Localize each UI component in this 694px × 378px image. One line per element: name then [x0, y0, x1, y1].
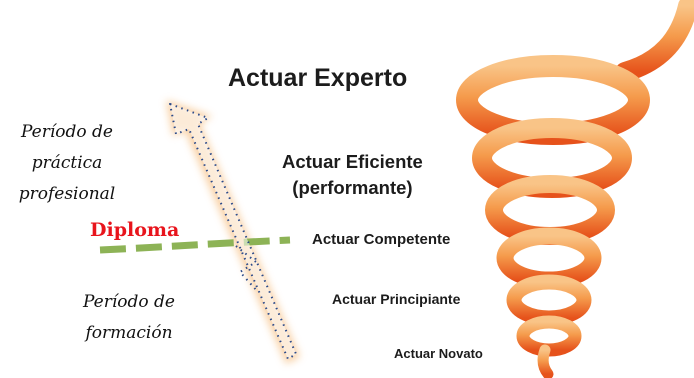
level-competente: Actuar Competente [312, 231, 451, 248]
spiral-coil-6 [516, 315, 582, 357]
period-formacion: Período de formación [66, 287, 192, 349]
level-novato: Actuar Novato [394, 346, 483, 361]
spiral-coil-5 [506, 274, 592, 326]
arrow-zigzag-mark [235, 245, 259, 293]
spiral-tail [615, 0, 694, 82]
period-formacion-line1: Período de [83, 292, 175, 312]
diploma-label: Diploma [90, 219, 180, 241]
level-principiante: Actuar Principiante [332, 291, 461, 307]
level-eficiente-line2: (performante) [292, 177, 413, 198]
period-practica-line3: profesional [18, 184, 116, 204]
period-practica-line2: práctica [31, 153, 103, 173]
diploma-dashed-line [99, 236, 291, 254]
period-practica-profesional: Período de práctica profesional [6, 117, 128, 210]
growth-arrow [169, 103, 297, 360]
level-eficiente: Actuar Eficiente (performante) [282, 149, 423, 201]
level-experto: Actuar Experto [228, 64, 408, 92]
spiral-coil-4 [496, 227, 602, 289]
spiral-tip [537, 344, 554, 378]
level-eficiente-line1: Actuar Eficiente [282, 151, 423, 172]
period-formacion-line2: formación [85, 323, 173, 343]
growth-spiral [456, 0, 694, 378]
period-practica-line1: Período de [21, 122, 113, 142]
